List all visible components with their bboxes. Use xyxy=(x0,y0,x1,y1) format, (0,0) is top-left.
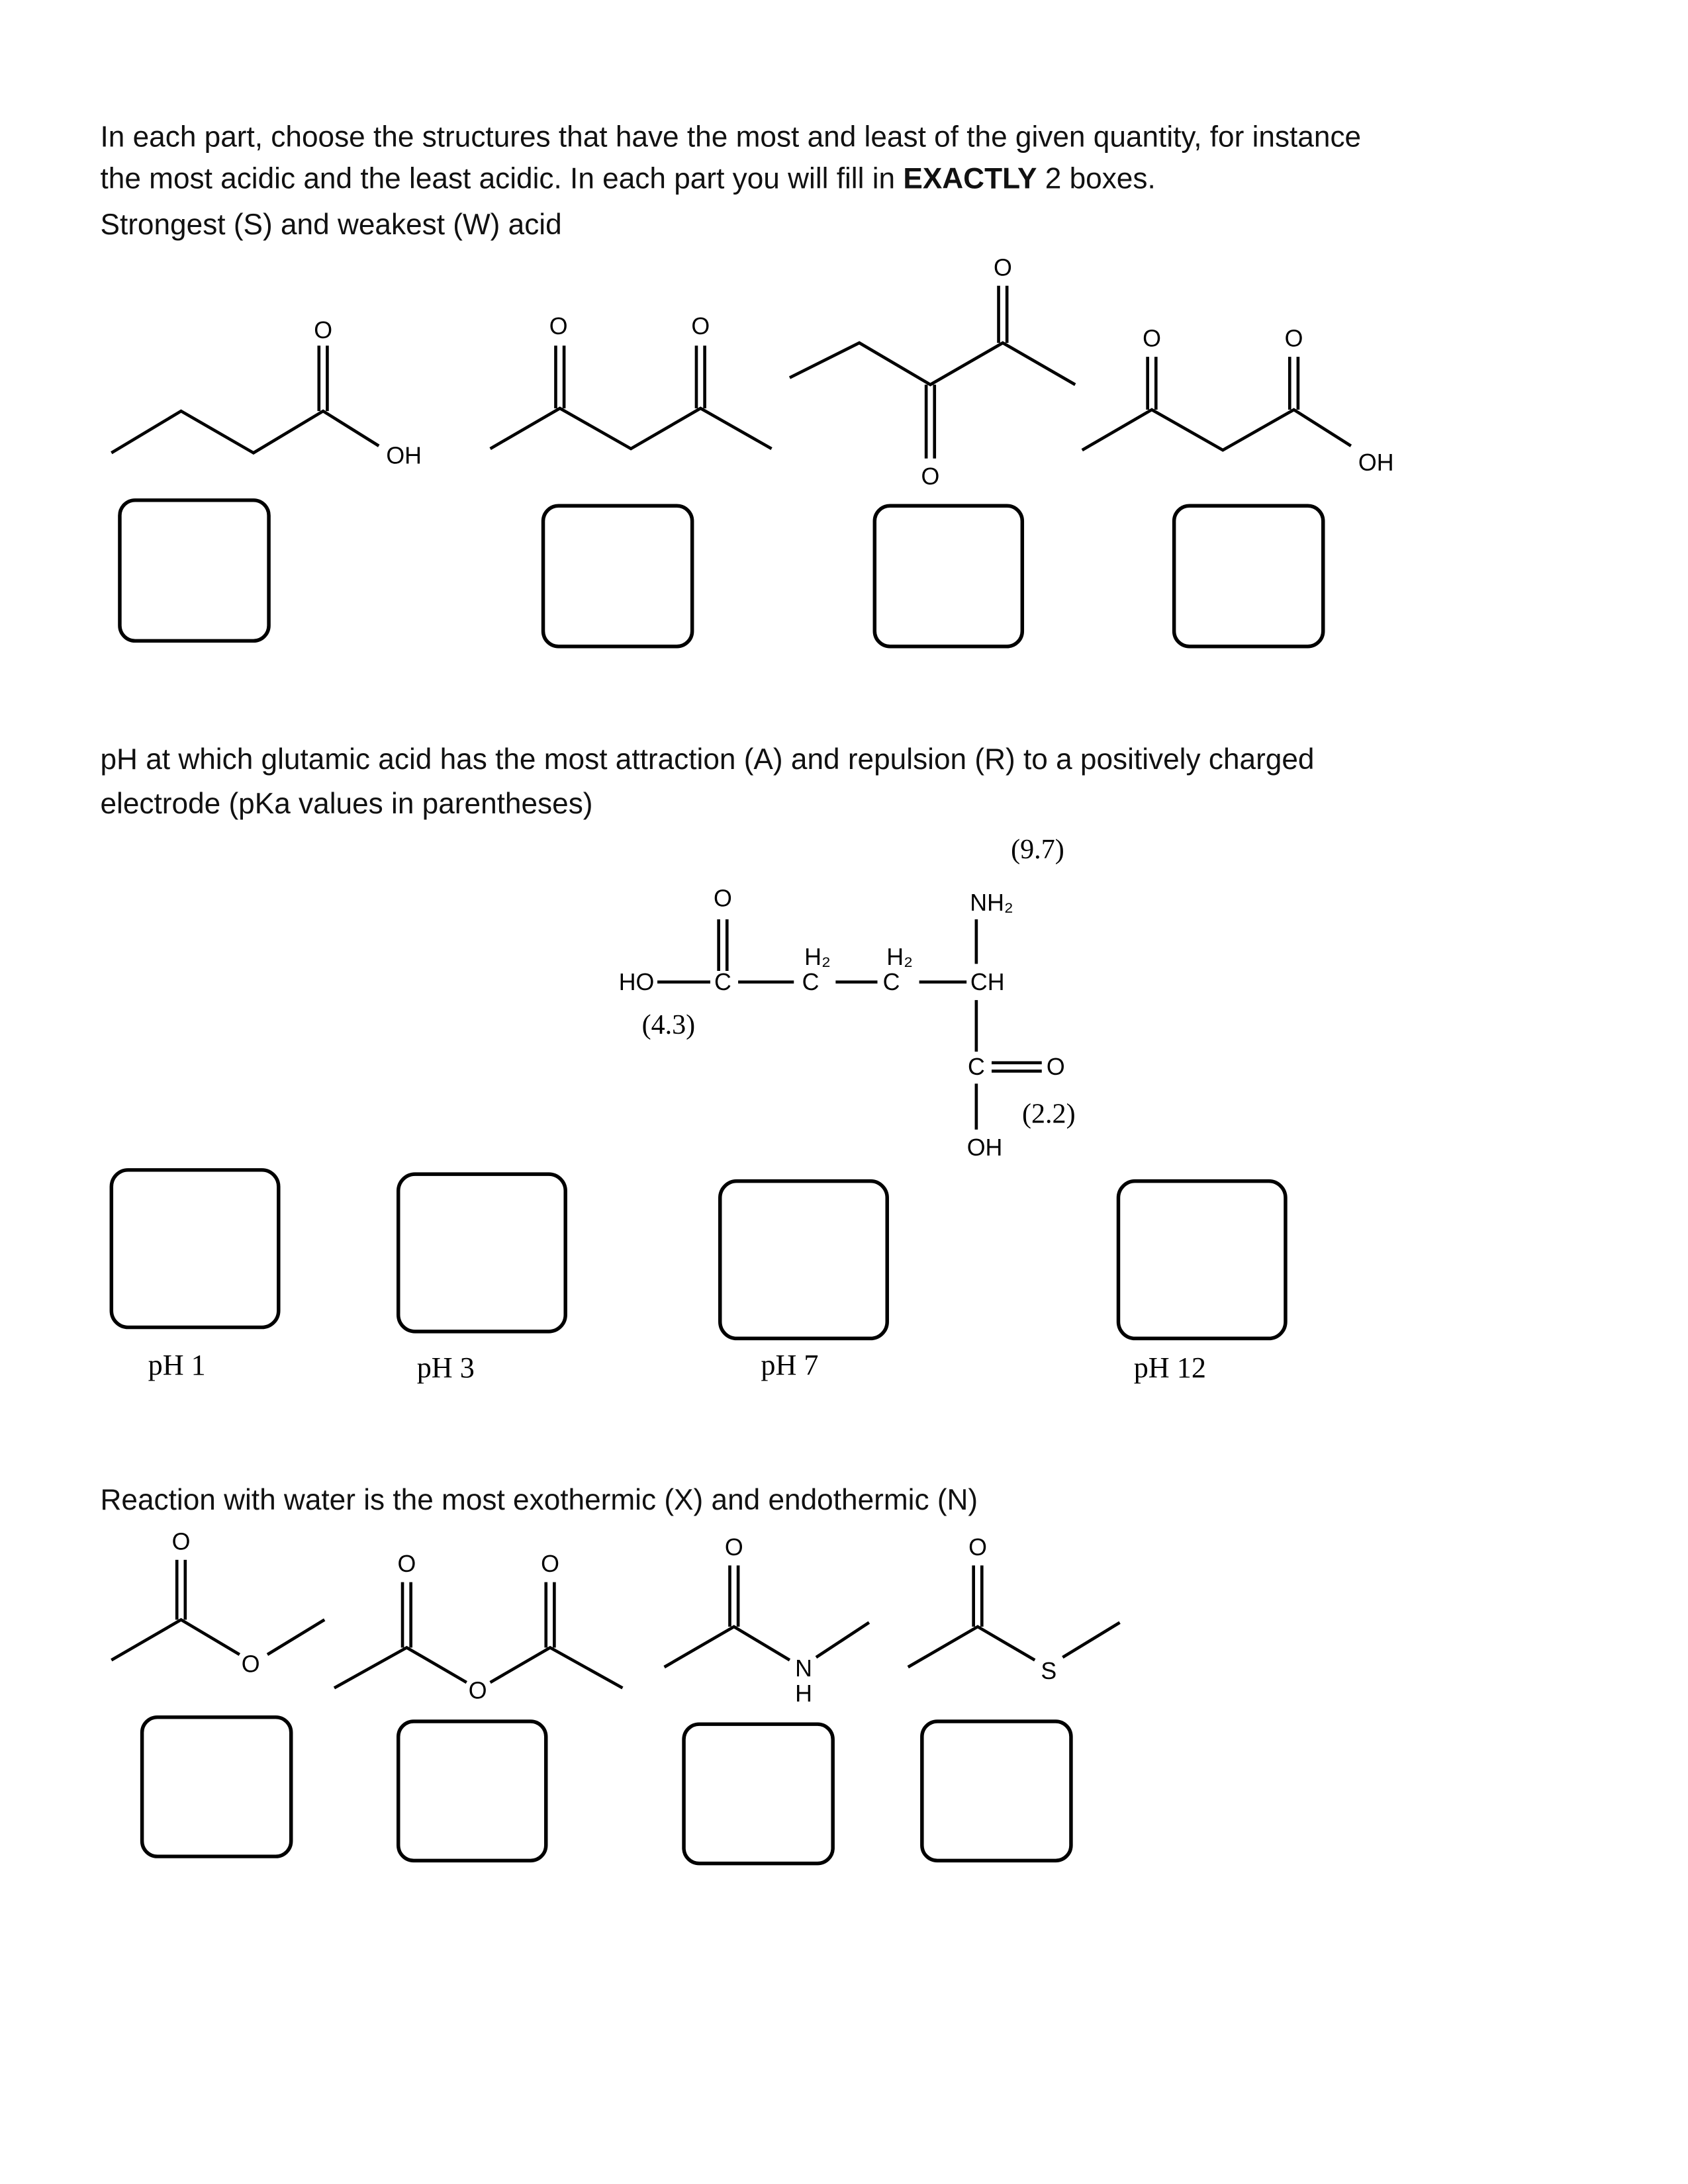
instructions-line-2: the most acidic and the least acidic. In… xyxy=(100,163,1155,195)
oxygen-atom: O xyxy=(691,313,710,340)
instructions-line-1: In each part, choose the structures that… xyxy=(100,120,1361,153)
structure-glutamic-acid: (9.7) NH₂ O HO C H₂ C H₂ C CH (4.3) C O … xyxy=(619,835,1076,1161)
structure-pentanedione-2-4: O O xyxy=(489,313,773,451)
instructions-text-end: 2 boxes. xyxy=(1037,163,1155,195)
part2-title-line-1: pH at which glutamic acid has the most a… xyxy=(100,743,1314,776)
oxygen-atom: O xyxy=(921,463,940,490)
oxygen-atom: O xyxy=(242,1651,260,1678)
nitrogen-atom: N xyxy=(795,1655,812,1682)
carbon-chain-bond xyxy=(111,1617,241,1662)
alpha-carbon: CH xyxy=(970,969,1005,995)
part2-title-line-2: electrode (pKa values in parentheses) xyxy=(100,788,592,820)
ph-label-12: pH 12 xyxy=(1134,1351,1206,1384)
answer-box-3-3[interactable] xyxy=(682,1722,835,1866)
amino-group: NH₂ xyxy=(970,889,1013,916)
carbon-chain-bond xyxy=(489,406,773,451)
structure-pentanedione-2-3: O O xyxy=(788,254,1076,490)
carbon-atom: C xyxy=(714,969,731,995)
answer-box-ph-12[interactable] xyxy=(1116,1179,1288,1341)
structure-methyl-acetate: O O xyxy=(111,1529,326,1678)
oxygen-atom: O xyxy=(968,1534,987,1561)
answer-box-3-1[interactable] xyxy=(140,1715,293,1858)
single-bond xyxy=(266,1618,326,1656)
hydroxyl-group: OH xyxy=(1358,449,1394,476)
oxygen-atom: O xyxy=(1285,326,1303,352)
answer-box-ph-3[interactable] xyxy=(396,1172,567,1334)
pka-alpha-carboxyl: (2.2) xyxy=(1022,1099,1076,1130)
ph-label-7: pH 7 xyxy=(761,1349,818,1381)
ph-label-1: pH 1 xyxy=(148,1349,206,1381)
pka-amine: (9.7) xyxy=(1011,835,1064,865)
single-bond xyxy=(1062,1621,1121,1659)
answer-box-ph-7[interactable] xyxy=(718,1179,889,1341)
answer-box-3-2[interactable] xyxy=(396,1719,548,1863)
carbon-chain-bond xyxy=(489,1645,624,1690)
answer-box-1-3[interactable] xyxy=(872,504,1025,649)
carbon-chain-bond xyxy=(907,1625,1036,1668)
structure-s-methyl-thioacetate: O S xyxy=(907,1534,1121,1684)
structure-acetic-anhydride: O O O xyxy=(333,1551,624,1704)
answer-box-1-1[interactable] xyxy=(118,498,271,643)
part1-title: Strongest (S) and weakest (W) acid xyxy=(100,208,561,241)
single-bond xyxy=(815,1621,870,1659)
answer-box-1-2[interactable] xyxy=(541,504,694,649)
oxygen-atom: O xyxy=(1143,326,1161,352)
carbon-chain-bond xyxy=(1081,408,1352,452)
oxygen-atom: O xyxy=(172,1529,191,1555)
carbon-atom: C xyxy=(968,1054,985,1080)
ph-label-3: pH 3 xyxy=(417,1351,475,1384)
instructions-text: the most acidic and the least acidic. In… xyxy=(100,163,903,195)
sulfur-atom: S xyxy=(1041,1658,1056,1684)
structure-butanoic-acid: O OH xyxy=(111,317,422,469)
pka-side-chain: (4.3) xyxy=(642,1010,696,1040)
oxygen-atom: O xyxy=(397,1551,416,1577)
oxygen-atom: O xyxy=(725,1534,743,1561)
methylene-hydrogens: H₂ xyxy=(886,944,913,970)
carbon-chain-bond xyxy=(663,1625,791,1668)
oxygen-atom: O xyxy=(469,1678,487,1704)
oxygen-atom: O xyxy=(994,254,1012,281)
hydrogen-atom: H xyxy=(795,1680,812,1707)
hydroxyl-group: HO xyxy=(619,969,655,995)
carbon-chain-bond xyxy=(333,1645,467,1690)
carbon-atom: C xyxy=(883,969,900,995)
carbon-chain-bond xyxy=(788,341,1076,387)
structure-3-oxobutanoic-acid: O O OH xyxy=(1081,326,1394,476)
instructions-emphasis: EXACTLY xyxy=(903,163,1037,195)
carbon-chain-bond xyxy=(111,409,380,455)
oxygen-atom: O xyxy=(714,886,732,912)
hydroxyl-group: OH xyxy=(386,442,422,469)
answer-box-ph-1[interactable] xyxy=(109,1168,281,1330)
hydroxyl-group: OH xyxy=(967,1134,1003,1161)
structure-n-methylacetamide: O N H xyxy=(663,1534,870,1707)
oxygen-atom: O xyxy=(1047,1054,1065,1080)
answer-box-3-4[interactable] xyxy=(920,1719,1073,1863)
part3-title: Reaction with water is the most exotherm… xyxy=(100,1484,978,1516)
methylene-hydrogens: H₂ xyxy=(804,944,831,970)
answer-box-1-4[interactable] xyxy=(1172,504,1325,649)
oxygen-atom: O xyxy=(541,1551,559,1577)
oxygen-atom: O xyxy=(314,317,332,343)
carbon-atom: C xyxy=(802,969,820,995)
oxygen-atom: O xyxy=(549,313,568,340)
